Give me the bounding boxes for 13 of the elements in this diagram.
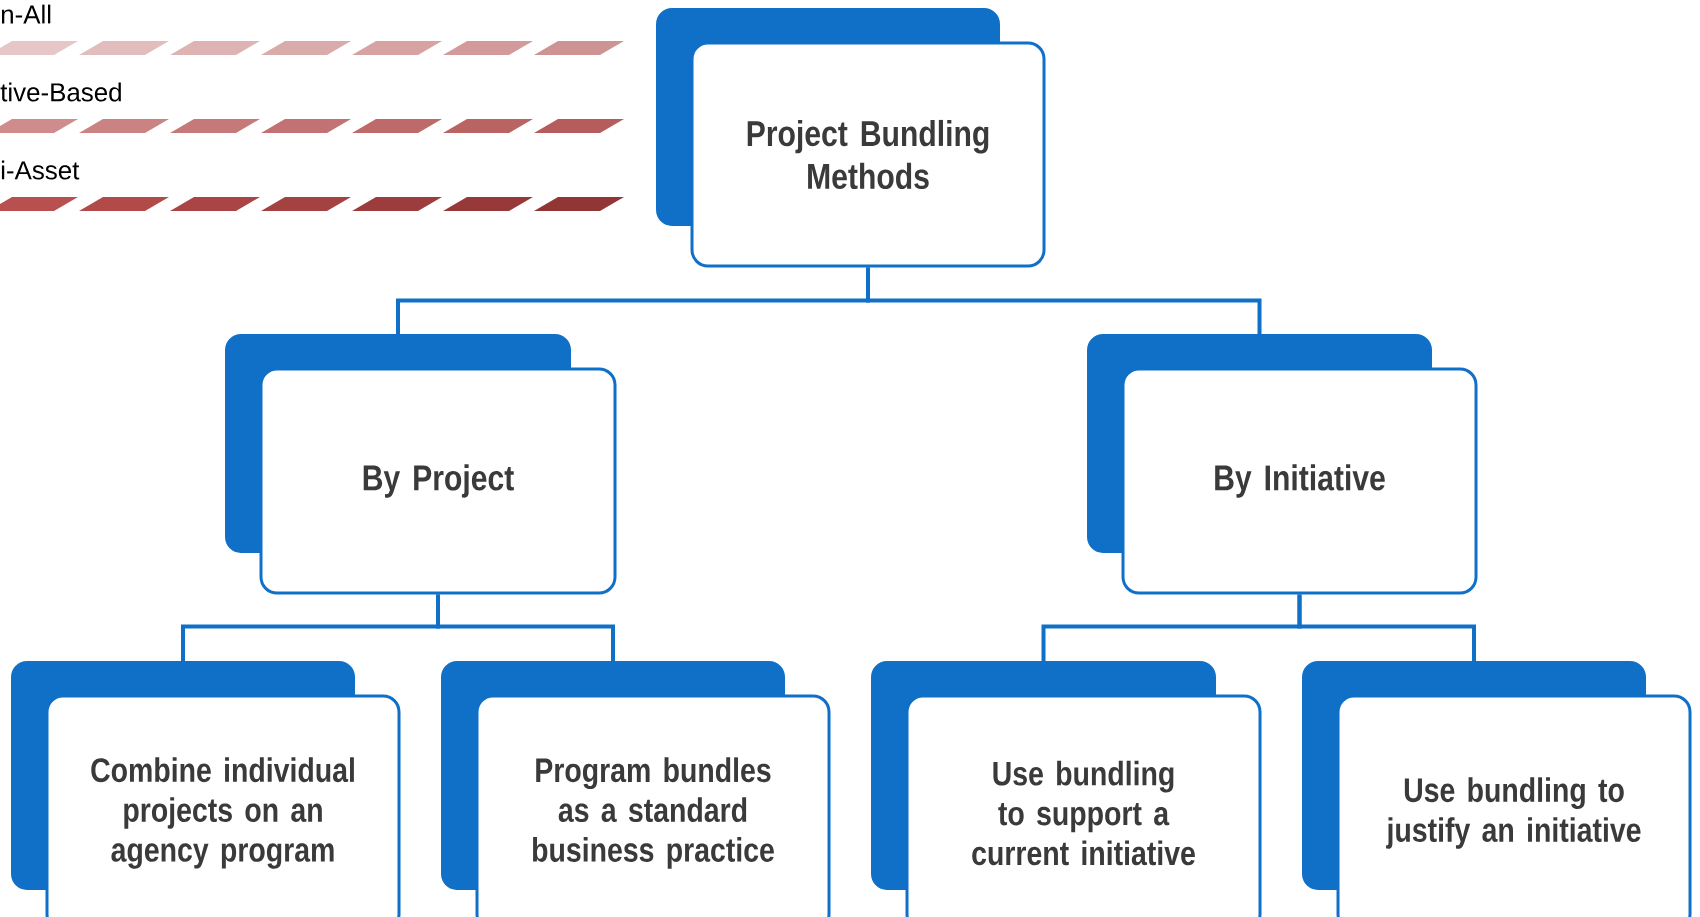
box-with-tab: Use bundling to justify an initiative bbox=[1302, 661, 1692, 917]
legend-label: n-All bbox=[1, 4, 51, 24]
legend-label: tive-Based bbox=[0, 82, 121, 102]
connector bbox=[866, 267, 1262, 334]
box-with-tab: Combine individual projects on an agency program bbox=[11, 661, 401, 917]
box-with-tab: Program bundles as a standard business practice bbox=[441, 661, 831, 917]
box-with-tab: Project Bundling Methods bbox=[656, 8, 1046, 268]
legend-label: i-Asset bbox=[1, 160, 80, 180]
box-with-tab: By Initiative bbox=[1087, 334, 1478, 595]
box-with-tab: Use bundling to support a current initiative bbox=[871, 661, 1262, 917]
box-with-tab: By Project bbox=[225, 334, 617, 595]
connector bbox=[1297, 594, 1476, 661]
connector bbox=[436, 594, 615, 661]
